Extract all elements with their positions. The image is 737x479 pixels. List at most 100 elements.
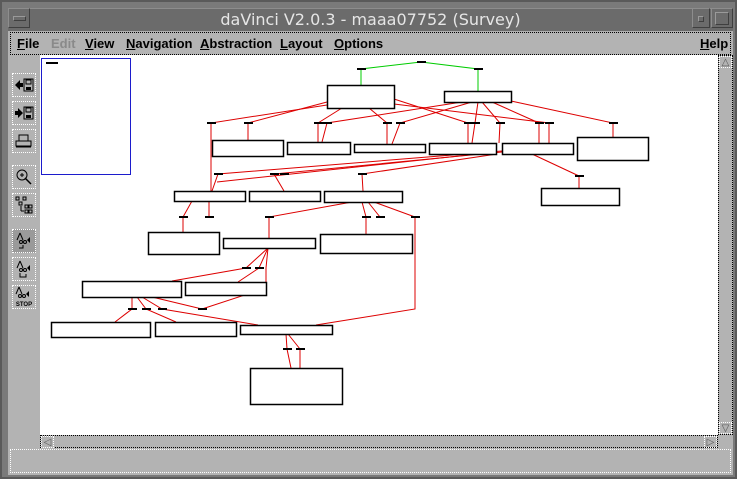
menu-edit-label: dit <box>59 36 76 51</box>
edge-connector <box>575 175 584 177</box>
zoom-button[interactable] <box>12 165 36 189</box>
maximize-button[interactable] <box>711 8 733 28</box>
graph-node[interactable] <box>173 190 247 203</box>
graph-edge[interactable] <box>141 296 259 326</box>
graph-edge[interactable] <box>315 201 416 326</box>
graph-node[interactable] <box>147 231 221 256</box>
overview-viewport-marker[interactable] <box>46 62 58 64</box>
menu-abstraction[interactable]: Abstraction <box>200 36 272 51</box>
graph-node[interactable] <box>239 324 334 336</box>
graph-node[interactable] <box>184 281 268 297</box>
edge-connector <box>255 267 264 269</box>
printer-icon <box>15 134 32 148</box>
edge-connector <box>471 122 480 124</box>
menu-bar: File Edit View Navigation Abstraction La… <box>10 32 731 55</box>
graph-node[interactable] <box>353 143 427 154</box>
graph-edge[interactable] <box>151 296 203 310</box>
graph-edge[interactable] <box>216 151 497 183</box>
vertical-scrollbar[interactable]: △ ▽ <box>718 55 733 435</box>
graph-node[interactable] <box>249 367 344 406</box>
edge-connector <box>314 122 323 124</box>
graph-node[interactable] <box>576 136 650 162</box>
client-area: File Edit View Navigation Abstraction La… <box>8 31 733 475</box>
graph-node[interactable] <box>323 190 404 204</box>
menu-navigation[interactable]: Navigation <box>126 36 192 51</box>
menu-edit[interactable]: Edit <box>51 36 76 51</box>
graph-edge[interactable] <box>237 247 269 283</box>
edge-connector <box>158 308 167 310</box>
edge-connector <box>244 122 253 124</box>
abstraction-hide-button[interactable] <box>12 229 36 253</box>
graph-edge[interactable] <box>368 107 388 144</box>
minimize-icon <box>698 16 704 22</box>
graph-canvas[interactable] <box>40 55 718 435</box>
graph-node[interactable] <box>319 233 414 255</box>
graph-edge[interactable] <box>367 201 381 218</box>
graph-svg[interactable] <box>40 55 718 435</box>
menu-navigation-label: avigation <box>135 36 193 51</box>
graph-edge[interactable] <box>247 101 328 140</box>
graph-edge[interactable] <box>285 333 292 369</box>
graph-edge[interactable] <box>531 153 580 188</box>
scroll-right-button[interactable]: ▷ <box>704 436 717 448</box>
menu-options[interactable]: Options <box>334 36 383 51</box>
graph-edge[interactable] <box>268 201 353 238</box>
layout-graph-icon <box>15 196 33 214</box>
edge-connector <box>362 216 371 218</box>
graph-edge[interactable] <box>201 247 269 310</box>
menu-abstraction-label: bstraction <box>209 36 273 51</box>
graph-node[interactable] <box>222 237 317 250</box>
overview-panel[interactable] <box>41 58 131 175</box>
graph-node[interactable] <box>428 142 498 156</box>
menu-help-mnemonic: H <box>700 36 710 51</box>
minimize-button[interactable] <box>692 8 710 28</box>
save-graph-button[interactable] <box>12 101 36 125</box>
scroll-up-button[interactable]: △ <box>719 56 732 68</box>
graph-node[interactable] <box>501 142 575 156</box>
scroll-left-button[interactable]: ◁ <box>41 436 54 448</box>
edge-connector <box>496 122 505 124</box>
graph-node[interactable] <box>154 321 238 338</box>
menu-view[interactable]: View <box>85 36 114 51</box>
graph-node[interactable] <box>211 139 285 158</box>
maximize-icon <box>715 12 729 25</box>
graph-edge[interactable] <box>510 100 614 137</box>
root-edge[interactable] <box>360 61 422 85</box>
menu-help-label: elp <box>709 36 729 51</box>
edge-connector <box>376 216 385 218</box>
toolbar: STOP <box>8 55 40 441</box>
tree-up-icon <box>16 260 30 278</box>
graph-node[interactable] <box>443 90 513 104</box>
menu-navigation-mnemonic: N <box>126 36 136 51</box>
menu-help[interactable]: Help <box>700 36 728 51</box>
scroll-down-button[interactable]: ▽ <box>719 422 732 434</box>
status-bar <box>10 449 731 473</box>
graph-node[interactable] <box>50 321 152 339</box>
menu-file[interactable]: File <box>17 36 39 51</box>
graph-node[interactable] <box>286 141 352 156</box>
root-edge[interactable] <box>420 61 479 91</box>
title-bar[interactable]: daVinci V2.0.3 - maaa07752 (Survey) <box>8 8 733 32</box>
window-menu-button[interactable] <box>8 8 30 28</box>
graph-node[interactable] <box>81 280 183 299</box>
graph-edge[interactable] <box>317 107 343 142</box>
stop-label: STOP <box>16 302 32 308</box>
edge-connector <box>357 68 366 70</box>
load-graph-button[interactable] <box>12 73 36 97</box>
abstraction-show-button[interactable] <box>12 257 36 281</box>
menu-layout[interactable]: Layout <box>280 36 323 51</box>
graph-node[interactable] <box>326 84 396 110</box>
edge-connector <box>411 216 420 218</box>
layout-button[interactable] <box>12 193 36 217</box>
graph-node[interactable] <box>540 187 621 207</box>
print-button[interactable] <box>12 129 36 153</box>
edge-connector <box>535 122 544 124</box>
edge-connector <box>270 173 279 175</box>
edge-connector <box>383 122 392 124</box>
tree-return-icon <box>16 232 30 249</box>
edge-connector <box>265 216 274 218</box>
abstraction-stop-button[interactable]: STOP <box>12 285 36 309</box>
horizontal-scrollbar[interactable]: ◁ ▷ <box>40 435 718 448</box>
graph-node[interactable] <box>248 190 322 203</box>
